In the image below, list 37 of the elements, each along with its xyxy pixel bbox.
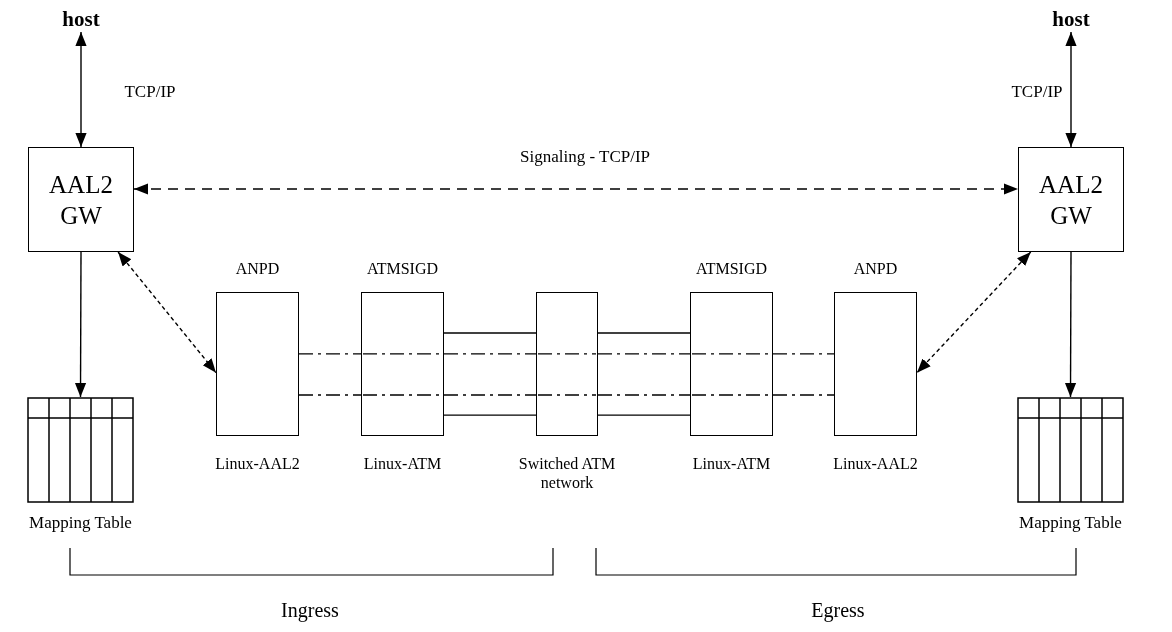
arrow <box>75 31 87 148</box>
connector-line <box>597 332 691 334</box>
arrow <box>1064 251 1077 398</box>
edge-label: Signaling - TCP/IP <box>518 147 652 167</box>
component-label: Linux-AAL2 <box>215 454 300 473</box>
component-label: Mapping Table <box>1019 513 1122 532</box>
daemon-label: ATMSIGD <box>366 259 439 278</box>
connector-line <box>443 394 537 396</box>
arrow <box>117 251 217 374</box>
component-label: Linux-ATM <box>363 454 442 473</box>
component-label: Switched ATM network <box>517 454 617 492</box>
daemon-label: ATMSIGD <box>695 259 768 278</box>
connector-line <box>298 353 362 355</box>
connector-line <box>597 414 691 416</box>
host-label: host <box>52 6 110 32</box>
connector-line <box>772 394 835 396</box>
component-label: Linux-AAL2 <box>833 454 918 473</box>
section-label: Ingress <box>281 599 339 622</box>
connector-line <box>298 394 362 396</box>
gateway-box: AAL2 GW <box>1018 147 1124 252</box>
connector-line <box>443 332 537 334</box>
arrow <box>74 251 87 398</box>
connector-line <box>772 353 835 355</box>
component-label: Linux-ATM <box>692 454 771 473</box>
connector-line <box>443 353 537 355</box>
component-label: Mapping Table <box>29 513 132 532</box>
arrow <box>1065 31 1077 148</box>
section-label: Egress <box>811 599 865 622</box>
daemon-label: ANPD <box>853 259 898 278</box>
arrow <box>916 251 1032 374</box>
connector-line <box>443 414 537 416</box>
arrow <box>133 183 1019 195</box>
host-label: host <box>1042 6 1100 32</box>
connector-line <box>597 394 691 396</box>
gateway-box: AAL2 GW <box>28 147 134 252</box>
connector-line <box>597 353 691 355</box>
daemon-label: ANPD <box>235 259 280 278</box>
